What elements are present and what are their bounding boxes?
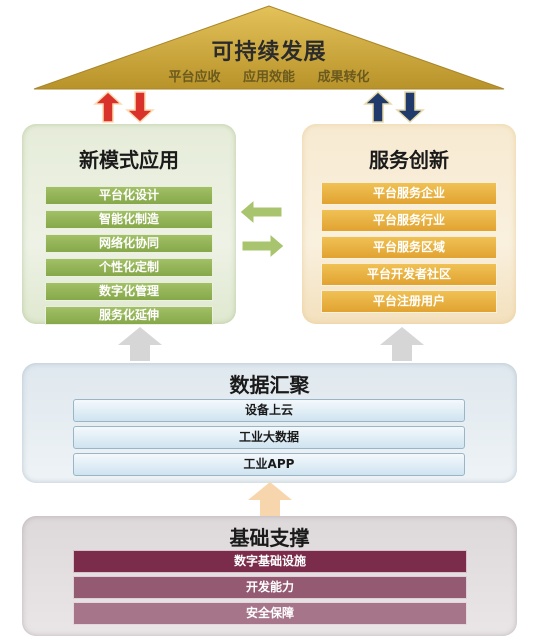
list-item: 平台注册用户 [321, 290, 497, 313]
roof-subtitle-1: 平台应收 [168, 70, 221, 85]
left-panel-title: 新模式应用 [79, 148, 179, 172]
left-panel-list: 平台化设计 智能化制造 网络化协同 个性化定制 数字化管理 服务化延伸 [45, 186, 213, 330]
roof-subtitle-3: 成果转化 [317, 70, 370, 85]
up-arrow-icon [248, 482, 292, 516]
up-arrow-icon [363, 90, 393, 123]
list-item: 数字化管理 [45, 282, 213, 301]
data-panel-list: 设备上云 工业大数据 工业APP [73, 399, 465, 480]
list-item: 平台化设计 [45, 186, 213, 205]
roof-subtitle-2: 应用效能 [242, 70, 295, 85]
list-item: 服务化延伸 [45, 306, 213, 325]
list-item: 平台服务行业 [321, 209, 497, 232]
list-item: 个性化定制 [45, 258, 213, 277]
list-item: 数字基础设施 [73, 550, 467, 573]
list-item: 工业大数据 [73, 426, 465, 449]
new-mode-application-panel: 新模式应用 平台化设计 智能化制造 网络化协同 个性化定制 数字化管理 服务化延… [22, 124, 236, 325]
roof-subtitles: 平台应收 应用效能 成果转化 [0, 66, 538, 85]
right-panel-list: 平台服务企业 平台服务行业 平台服务区域 平台开发者社区 平台注册用户 [321, 182, 497, 317]
roof-title: 可持续发展 [211, 40, 327, 65]
list-item: 平台服务区域 [321, 236, 497, 259]
list-item: 安全保障 [73, 602, 467, 625]
base-panel-list: 数字基础设施 开发能力 安全保障 [73, 550, 467, 628]
data-panel-title: 数据汇聚 [229, 373, 310, 397]
list-item: 开发能力 [73, 576, 467, 599]
right-panel-title: 服务创新 [369, 148, 449, 172]
list-item: 平台服务企业 [321, 182, 497, 205]
list-item: 设备上云 [73, 399, 465, 422]
list-item: 平台开发者社区 [321, 263, 497, 286]
list-item: 网络化协同 [45, 234, 213, 253]
basic-support-panel: 基础支撑 数字基础设施 开发能力 安全保障 [22, 516, 517, 636]
up-arrow-icon [118, 327, 162, 361]
data-aggregation-panel: 数据汇聚 设备上云 工业大数据 工业APP [22, 363, 517, 483]
base-panel-title: 基础支撑 [229, 526, 310, 550]
down-arrow-icon [395, 91, 425, 124]
right-arrow-icon [241, 232, 285, 260]
roof-triangle [33, 5, 505, 90]
list-item: 工业APP [73, 453, 465, 476]
up-arrow-icon [93, 90, 123, 123]
service-innovation-panel: 服务创新 平台服务企业 平台服务行业 平台服务区域 平台开发者社区 平台注册用户 [302, 124, 516, 324]
list-item: 智能化制造 [45, 210, 213, 229]
down-arrow-icon [125, 91, 155, 124]
left-arrow-icon [239, 198, 283, 226]
up-arrow-icon [380, 327, 424, 361]
